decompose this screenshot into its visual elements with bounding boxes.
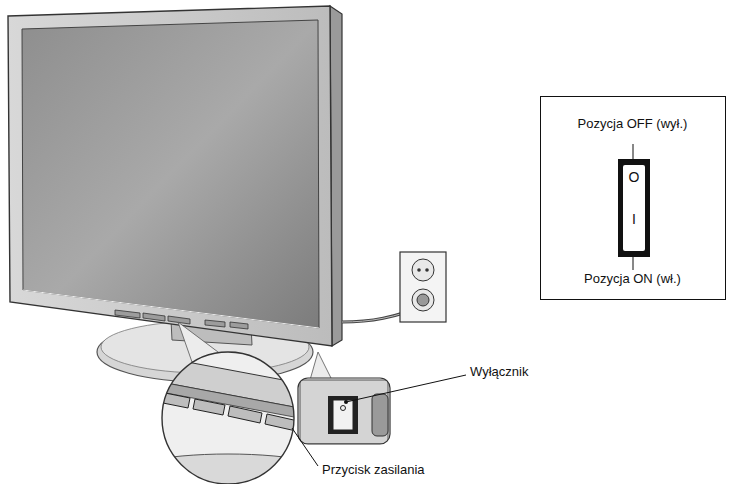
inset-box: Pozycja OFF (wył.)Pozycja ON (wł.)OI: [540, 96, 726, 300]
monitor: [8, 6, 342, 346]
switch-zoom: [298, 378, 390, 444]
leader-line: [346, 375, 466, 402]
leader-line: [292, 428, 318, 466]
position-label: Pozycja ON (wł.): [584, 271, 681, 287]
switch-symbol: I: [632, 211, 636, 227]
power-cable: [342, 252, 446, 322]
part-label: Wyłącznik: [470, 364, 528, 380]
part-label: Przycisk zasilania: [322, 462, 425, 478]
position-label: Pozycja OFF (wył.): [578, 116, 688, 132]
rocker-switch: OI: [618, 159, 650, 257]
switch-symbol: O: [629, 169, 640, 185]
zoom-pointer: [310, 352, 332, 380]
